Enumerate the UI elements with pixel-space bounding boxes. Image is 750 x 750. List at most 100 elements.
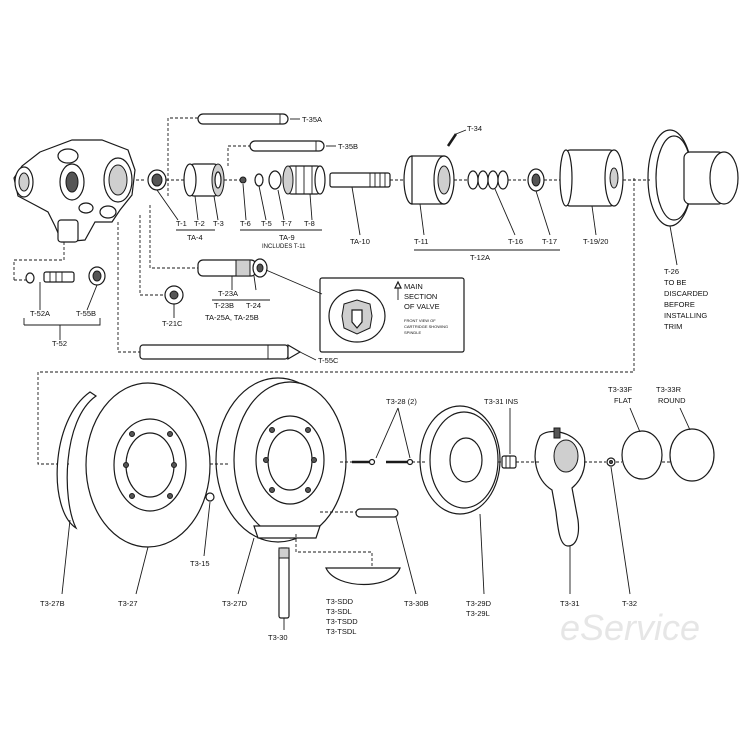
label-t16: T-16 bbox=[508, 237, 523, 246]
label-t32: T-32 bbox=[622, 599, 637, 608]
part-t3-31-handle bbox=[534, 427, 586, 547]
part-t35b bbox=[249, 140, 325, 152]
part-t3-27 bbox=[85, 382, 211, 548]
part-t35a bbox=[197, 113, 289, 125]
label-t3-30b: T3-30B bbox=[404, 599, 429, 608]
svg-text:CARTRIDGE SHOWING: CARTRIDGE SHOWING bbox=[404, 324, 448, 329]
part-t3-sdd bbox=[295, 534, 401, 585]
svg-text:T-26: T-26 bbox=[664, 267, 679, 276]
part-t3-15 bbox=[205, 492, 215, 502]
svg-text:OF VALVE: OF VALVE bbox=[404, 302, 440, 311]
part-t52a bbox=[25, 271, 75, 284]
label-t3-33f: T3-33F FLAT bbox=[608, 385, 633, 405]
label-front-view-note: FRONT VIEW OF CARTRIDGE SHOWING SPINDLE bbox=[404, 318, 448, 335]
part-t21c bbox=[164, 285, 184, 305]
svg-text:T3-29D: T3-29D bbox=[466, 599, 492, 608]
label-t3-sdd: T3-SDD T3-SDL T3-TSDD T3-TSDL bbox=[326, 597, 358, 636]
svg-text:T3-33R: T3-33R bbox=[656, 385, 682, 394]
part-t3-33f bbox=[621, 430, 663, 480]
svg-text:T3-SDD: T3-SDD bbox=[326, 597, 354, 606]
label-t24: T-24 bbox=[246, 301, 261, 310]
label-t3-31-ins: T3-31 INS bbox=[484, 397, 518, 406]
svg-text:T3-33F: T3-33F bbox=[608, 385, 633, 394]
label-t35a: T-35A bbox=[302, 115, 322, 124]
label-t6: T-6 bbox=[240, 219, 251, 228]
svg-text:ROUND: ROUND bbox=[658, 396, 686, 405]
label-t3-27d: T3-27D bbox=[222, 599, 248, 608]
svg-text:SPINDLE: SPINDLE bbox=[404, 330, 421, 335]
label-t5: T-5 bbox=[261, 219, 272, 228]
svg-text:T3-TSDL: T3-TSDL bbox=[326, 627, 356, 636]
part-t17 bbox=[527, 168, 545, 192]
svg-text:T3-29L: T3-29L bbox=[466, 609, 490, 618]
part-t11 bbox=[403, 155, 455, 205]
label-t23a: T-23A bbox=[218, 289, 238, 298]
label-t35b: T-35B bbox=[338, 142, 358, 151]
part-t3-30b bbox=[320, 508, 399, 518]
svg-text:T3-TSDD: T3-TSDD bbox=[326, 617, 358, 626]
label-ta4: TA-4 bbox=[187, 233, 203, 242]
label-t3-27b: T3-27B bbox=[40, 599, 65, 608]
label-main-section: MAIN SECTION OF VALVE bbox=[404, 282, 440, 311]
part-t3-31-ins bbox=[501, 455, 517, 469]
label-t2: T-2 bbox=[194, 219, 205, 228]
label-t1920: T-19/20 bbox=[583, 237, 608, 246]
part-t3-28 bbox=[352, 458, 414, 466]
main-section-inset bbox=[319, 277, 465, 353]
label-t55c: T-55C bbox=[318, 356, 339, 365]
label-t17: T-17 bbox=[542, 237, 557, 246]
label-t34: T-34 bbox=[467, 124, 482, 133]
label-t12a: T-12A bbox=[470, 253, 490, 262]
label-t3: T-3 bbox=[213, 219, 224, 228]
svg-text:TO BE: TO BE bbox=[664, 278, 686, 287]
valve-body bbox=[13, 139, 136, 243]
label-t21c: T-21C bbox=[162, 319, 183, 328]
label-t7: T-7 bbox=[281, 219, 292, 228]
label-t3-28: T3-28 (2) bbox=[386, 397, 417, 406]
part-t3-27b bbox=[56, 391, 98, 530]
part-t55b bbox=[88, 266, 106, 286]
label-ta9: TA-9 bbox=[279, 233, 295, 242]
part-t23-t24 bbox=[197, 258, 268, 278]
part-t3-30 bbox=[278, 547, 290, 619]
part-t2-t3 bbox=[183, 163, 225, 197]
part-t3-27d bbox=[215, 377, 347, 543]
part-t3-33r bbox=[669, 428, 715, 482]
label-ta25: TA-25A, TA-25B bbox=[205, 313, 259, 322]
svg-text:FRONT VIEW OF: FRONT VIEW OF bbox=[404, 318, 436, 323]
svg-text:BEFORE: BEFORE bbox=[664, 300, 695, 309]
label-t3-33r: T3-33R ROUND bbox=[656, 385, 686, 405]
part-t32 bbox=[606, 457, 616, 467]
part-t3-29d bbox=[419, 405, 501, 515]
label-t11: T-11 bbox=[414, 237, 428, 246]
watermark-text: eService bbox=[560, 607, 700, 648]
part-ta10 bbox=[329, 172, 391, 188]
svg-text:T3-SDL: T3-SDL bbox=[326, 607, 352, 616]
label-t3-27: T3-27 bbox=[118, 599, 138, 608]
svg-text:INSTALLING: INSTALLING bbox=[664, 311, 707, 320]
label-t3-29: T3-29D T3-29L bbox=[466, 599, 492, 618]
svg-text:TRIM: TRIM bbox=[664, 322, 682, 331]
label-t55b: T-55B bbox=[76, 309, 96, 318]
label-t1: T-1 bbox=[176, 219, 187, 228]
label-ta9-note: INCLUDES T-11 bbox=[262, 244, 306, 250]
svg-text:SECTION: SECTION bbox=[404, 292, 437, 301]
upper-leader-lines bbox=[13, 117, 678, 465]
label-t52a: T-52A bbox=[30, 309, 50, 318]
lower-leader-lines bbox=[61, 407, 691, 630]
label-t23b: T-23B bbox=[214, 301, 234, 310]
part-t16 bbox=[467, 170, 509, 190]
svg-text:FLAT: FLAT bbox=[614, 396, 632, 405]
label-t26: T-26 TO BE DISCARDED BEFORE INSTALLING T… bbox=[664, 267, 709, 331]
part-ta9 bbox=[282, 165, 326, 195]
part-t6-t5 bbox=[239, 170, 282, 190]
label-t3-31: T3-31 bbox=[560, 599, 580, 608]
part-t19-20 bbox=[559, 149, 624, 207]
part-t26 bbox=[647, 129, 739, 227]
label-t8: T-8 bbox=[304, 219, 315, 228]
label-t3-30: T3-30 bbox=[268, 633, 288, 642]
part-t55c bbox=[139, 343, 302, 361]
part-t1 bbox=[147, 169, 167, 191]
label-t52: T-52 bbox=[52, 339, 67, 348]
